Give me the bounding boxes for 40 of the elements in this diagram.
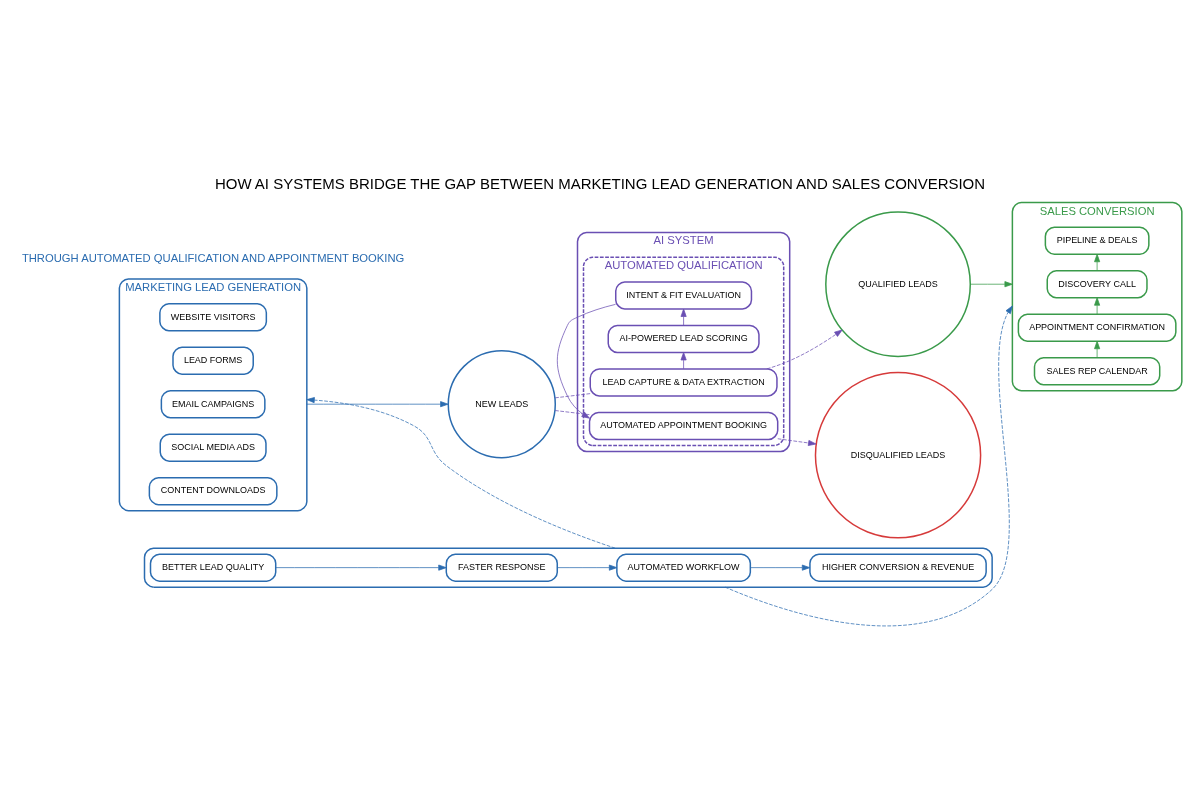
node-box: SALES REP CALENDAR xyxy=(1033,356,1161,386)
node-box: LEAD CAPTURE & DATA EXTRACTION xyxy=(589,368,778,397)
arrow xyxy=(556,303,616,419)
arrow xyxy=(777,438,817,446)
cluster xyxy=(143,547,993,588)
arrow xyxy=(275,564,447,571)
arrow xyxy=(750,564,811,571)
arrow xyxy=(306,401,449,408)
connector xyxy=(554,410,590,416)
arrow xyxy=(680,352,687,370)
arrow xyxy=(1094,253,1101,271)
arrow xyxy=(724,305,1013,627)
node-box: FASTER RESPONSE xyxy=(445,553,558,582)
arrow xyxy=(766,329,843,370)
node-box: DISCOVERY CALL xyxy=(1046,269,1148,299)
arrow xyxy=(970,281,1013,288)
node-box: PIPELINE & DEALS xyxy=(1044,226,1150,255)
diagram-title: HOW AI SYSTEMS BRIDGE THE GAP BETWEEN MARKETING LEAD GENERATION AND SALES CONVERSION xyxy=(214,174,986,192)
label: THROUGH AUTOMATED QUALIFICATION AND APPOINTMENT BOOKING xyxy=(21,252,405,265)
node-box: AUTOMATED APPOINTMENT BOOKING xyxy=(588,411,779,441)
node-box: AI-POWERED LEAD SCORING xyxy=(607,324,760,354)
arrow xyxy=(1094,340,1101,358)
node-box: AUTOMATED WORKFLOW xyxy=(616,553,752,582)
arrow xyxy=(557,564,618,571)
arrow xyxy=(680,308,687,326)
node-box: HIGHER CONVERSION & REVENUE xyxy=(809,553,987,582)
arrow xyxy=(306,397,616,549)
arrow xyxy=(1094,297,1101,315)
node-circle: NEW LEADS xyxy=(447,349,556,459)
node-box: CONTENT DOWNLOADS xyxy=(148,476,278,506)
node-box: SOCIAL MEDIA ADS xyxy=(159,433,267,462)
node-circle: QUALIFIED LEADS xyxy=(825,211,971,358)
node-circle: DISQUALIFIED LEADS xyxy=(814,371,982,539)
node-box: BETTER LEAD QUALITY xyxy=(149,553,277,582)
node-box: APPOINTMENT CONFIRMATION xyxy=(1017,313,1177,342)
node-box: WEBSITE VISITORS xyxy=(159,302,268,332)
node-box: EMAIL CAMPAIGNS xyxy=(160,389,266,419)
node-box: LEAD FORMS xyxy=(172,346,254,375)
connector xyxy=(554,393,591,399)
node-box: INTENT & FIT EVALUATION xyxy=(615,281,753,310)
